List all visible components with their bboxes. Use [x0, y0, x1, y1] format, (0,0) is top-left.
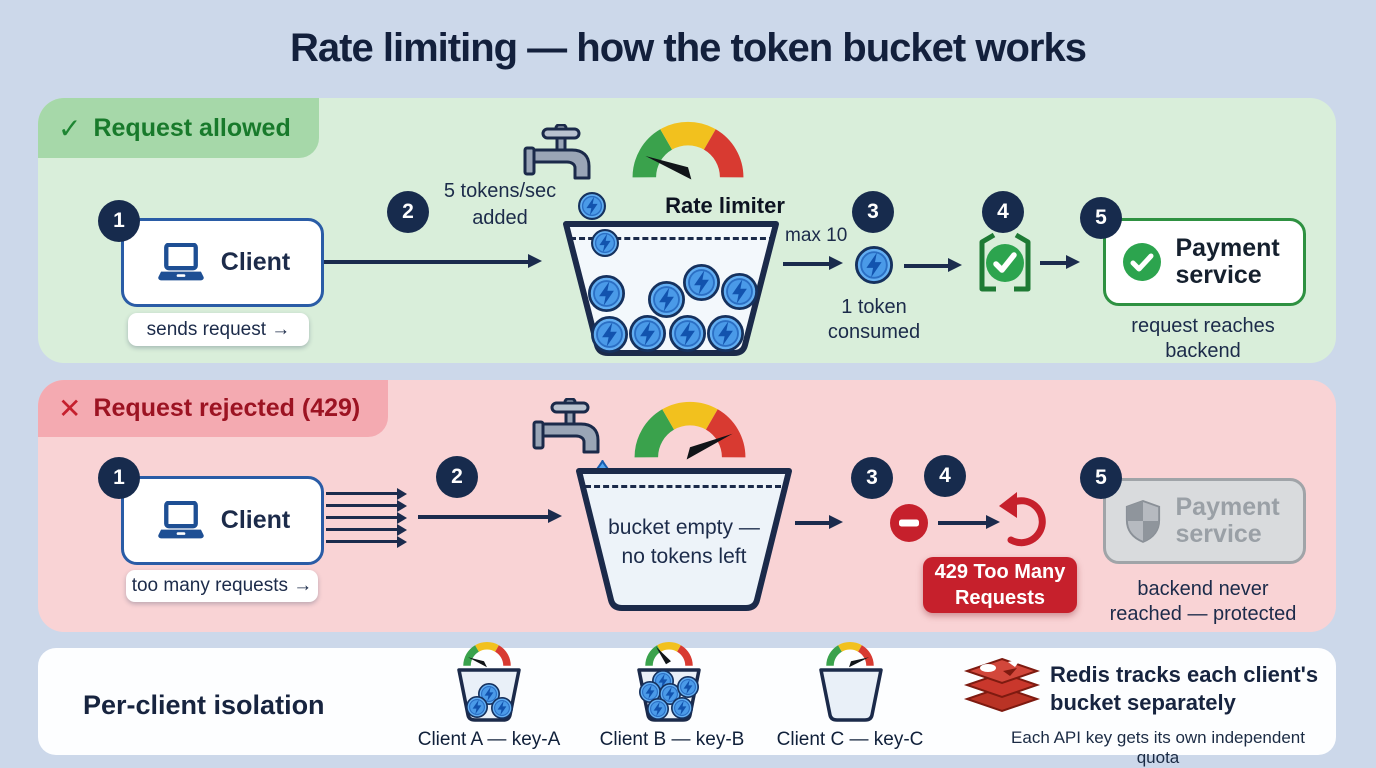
step-circle-5: 5 [1080, 457, 1122, 499]
section-request-rejected: ✕ Request rejected (429) 1 Client too ma… [38, 380, 1336, 632]
client-caption: too many requests → [126, 570, 318, 602]
client-node: Client [121, 476, 324, 565]
redis-heading: Redis tracks each client's bucket separa… [1050, 662, 1319, 715]
flow-arrow [904, 258, 962, 271]
token-coin-icon [578, 192, 606, 220]
allowed-result-caption: request reaches backend [1131, 315, 1275, 362]
client-a-label: Client A — key-A [417, 729, 561, 750]
step-circle-4: 4 [924, 455, 966, 497]
error-429-badge: 429 Too Many Requests [923, 557, 1077, 613]
burst-arrow [326, 523, 407, 536]
step-circle-3: 3 [851, 457, 893, 499]
token-coin-icon [466, 696, 488, 718]
success-check-icon [1122, 243, 1161, 281]
flow-arrow [1040, 255, 1080, 268]
allowed-header-label: Request allowed [93, 113, 291, 142]
bucket-tokens [562, 222, 780, 357]
token-coin-icon [669, 315, 706, 352]
token-coin-icon [707, 315, 744, 352]
empty-bucket-caption: bucket empty — no tokens left [608, 516, 760, 568]
request-approved-icon [979, 232, 1031, 292]
consumed-caption: 1 token consumed [827, 296, 921, 343]
max-capacity-label: max 10 [785, 225, 848, 246]
payment-service-node-protected: Payment service [1103, 478, 1306, 564]
laptop-icon [158, 242, 204, 280]
rejected-result-caption: backend never reached — protected [1109, 578, 1297, 625]
burst-arrow [326, 511, 407, 524]
token-coin-icon [629, 315, 666, 352]
max-capacity-line [570, 237, 775, 240]
section-request-allowed: ✓ Request allowed 1 Client sends request… [38, 98, 1336, 363]
cross-icon: ✕ [58, 393, 82, 424]
step-circle-2: 2 [436, 456, 478, 498]
rejected-header-badge: ✕ Request rejected (429) [38, 380, 389, 437]
step-circle-4: 4 [982, 191, 1024, 233]
token-coin-icon [677, 676, 699, 698]
isolation-title: Per-client isolation [83, 690, 325, 720]
burst-arrow [326, 499, 407, 512]
mini-gauge-icon [826, 642, 874, 668]
dripping-token [578, 192, 606, 220]
max-capacity-line [585, 485, 781, 488]
section-per-client-isolation: Per-client isolation Client A — key-A Cl… [38, 642, 1336, 767]
token-coin-icon [591, 229, 619, 257]
redis-caption: Each API key gets its own independent qu… [1011, 728, 1305, 767]
mini-gauge-icon [463, 642, 511, 668]
client-b-tokens [635, 667, 703, 723]
rate-limiter-gauge-icon [634, 401, 746, 460]
step-circle-3: 3 [852, 191, 894, 233]
payment-service-label: Payment service [1175, 493, 1280, 548]
token-coin-icon [855, 246, 893, 284]
consumed-token [855, 246, 893, 284]
flow-arrow [418, 509, 562, 522]
client-a-tokens [455, 667, 523, 723]
token-coin-icon [478, 683, 500, 705]
flow-arrow [783, 256, 843, 269]
step-circle-1: 1 [98, 457, 140, 499]
rate-limiter-gauge-icon [632, 121, 744, 180]
faucet-icon [532, 398, 600, 454]
token-coin-icon [591, 316, 628, 353]
deny-icon [890, 504, 928, 542]
client-b-label: Client B — key-B [599, 729, 745, 750]
flow-arrow [795, 515, 843, 528]
empty-bucket [576, 468, 792, 611]
client-caption: sends request → [128, 313, 309, 346]
token-coin-icon [671, 697, 693, 719]
page-title: Rate limiting — how the token bucket wor… [290, 26, 1087, 70]
bounce-back-arrow-icon [999, 492, 1046, 547]
allowed-header-badge: ✓ Request allowed [38, 98, 319, 158]
mini-gauge-icon [645, 642, 693, 667]
payment-service-label: Payment service [1175, 234, 1280, 289]
step-circle-2: 2 [387, 191, 429, 233]
token-coin-icon [683, 264, 720, 301]
token-coin-icon [647, 698, 669, 720]
payment-service-node: Payment service [1103, 218, 1306, 306]
shield-icon [1125, 500, 1160, 543]
token-coin-icon [491, 697, 513, 719]
rejected-header-label: Request rejected (429) [93, 394, 361, 422]
client-c-tokens [817, 667, 885, 723]
refill-caption: 5 tokens/sec added [443, 180, 557, 229]
faucet-icon [523, 124, 591, 180]
token-coin-icon [721, 273, 758, 310]
token-coin-icon [659, 683, 681, 705]
flow-arrow [322, 254, 542, 267]
check-icon: ✓ [58, 112, 82, 144]
token-coin-icon [588, 275, 625, 312]
burst-arrow [326, 535, 407, 548]
client-node: Client [121, 218, 324, 307]
laptop-icon [158, 500, 204, 538]
step-circle-1: 1 [98, 200, 140, 242]
client-c-label: Client C — key-C [776, 729, 924, 750]
mini-bucket-empty [819, 668, 883, 722]
flow-arrow [938, 515, 1000, 528]
redis-logo-icon [963, 657, 1041, 713]
burst-arrow [326, 487, 407, 500]
step-circle-5: 5 [1080, 197, 1122, 239]
token-coin-icon [648, 281, 685, 318]
client-label: Client [220, 248, 291, 276]
client-label: Client [220, 506, 291, 534]
rate-limiter-label: Rate limiter [665, 193, 785, 218]
